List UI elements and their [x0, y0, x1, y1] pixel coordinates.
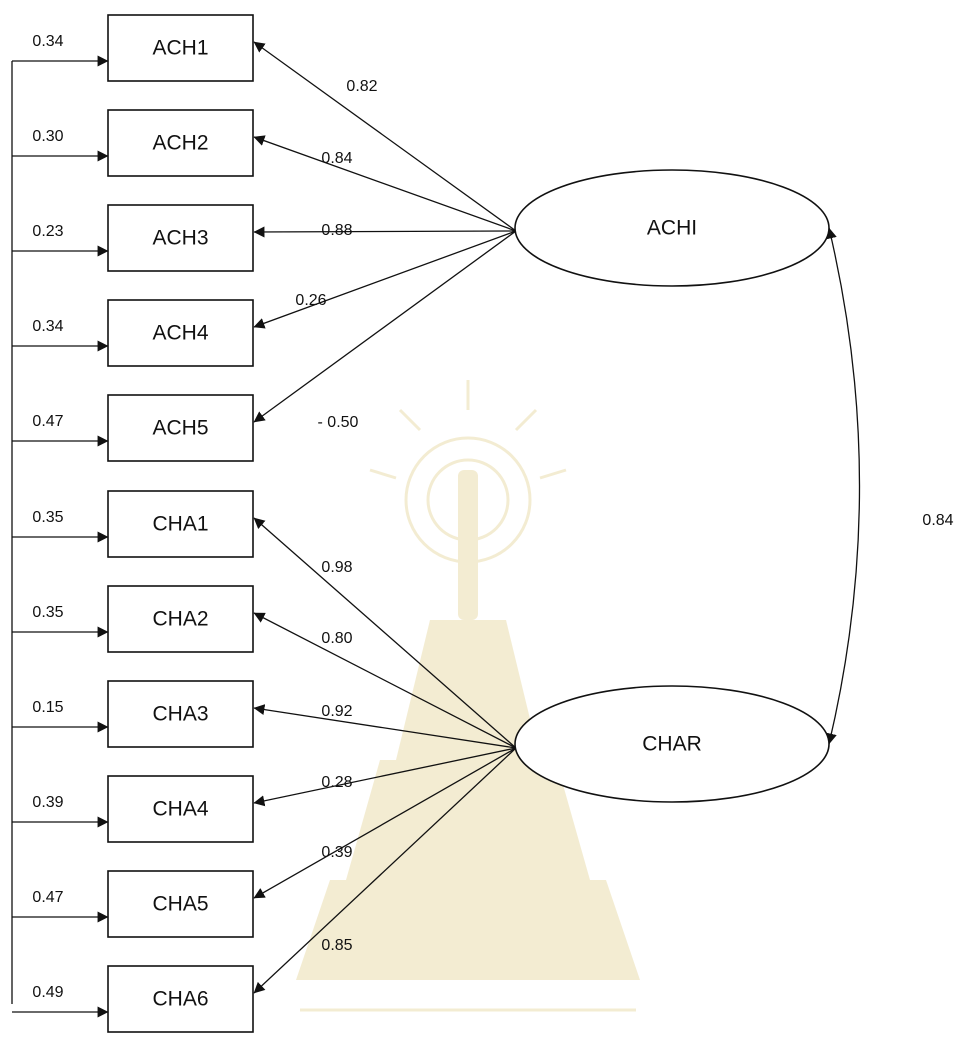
- indicator-box-1: ACH1: [107, 14, 254, 82]
- indicator-label-5: ACH5: [152, 417, 208, 440]
- loading-value-9: 0.28: [321, 774, 352, 791]
- loading-value-1: 0.82: [346, 78, 377, 95]
- indicator-box-5: ACH5: [107, 394, 254, 462]
- indicator-box-3: ACH3: [107, 204, 254, 272]
- indicator-label-8: CHA3: [152, 703, 208, 726]
- loading-value-2: 0.84: [321, 150, 352, 167]
- loading-value-7: 0.80: [321, 630, 352, 647]
- loading-value-3: 0.88: [321, 222, 352, 239]
- loading-arrow-7: [253, 612, 517, 749]
- error-value-2: 0.30: [32, 128, 63, 145]
- indicator-rect-4: [107, 299, 254, 367]
- error-value-9: 0.39: [32, 794, 63, 811]
- error-value-8: 0.15: [32, 699, 63, 716]
- indicator-boxes: ACH1ACH2ACH3ACH4ACH5CHA1CHA2CHA3CHA4CHA5…: [107, 14, 254, 1033]
- indicator-label-4: ACH4: [152, 322, 208, 345]
- factor-correlation-arrow: [826, 227, 861, 745]
- loading-value-6: 0.98: [321, 559, 352, 576]
- coefficient-labels: 0.34 0.82 0.30 0.84 0.23 0.88 0.34 0.26 0.47 - 0.…: [32, 33, 377, 1001]
- indicator-rect-8: [107, 680, 254, 748]
- path-arrows: [12, 41, 517, 1018]
- factor-label-char: CHAR: [642, 733, 702, 756]
- loading-arrow-8: [253, 704, 517, 749]
- indicator-rect-10: [107, 870, 254, 938]
- loading-arrow-6: [253, 517, 517, 749]
- indicator-box-10: CHA5: [107, 870, 254, 938]
- error-value-4: 0.34: [32, 318, 63, 335]
- indicator-box-11: CHA6: [107, 965, 254, 1033]
- loading-value-4: 0.26: [295, 292, 326, 309]
- loading-arrow-11: [253, 747, 517, 994]
- indicator-label-10: CHA5: [152, 893, 208, 916]
- latent-factor-char: CHAR: [514, 685, 830, 803]
- indicator-box-6: CHA1: [107, 490, 254, 558]
- indicator-rect-1: [107, 14, 254, 82]
- error-value-5: 0.47: [32, 413, 63, 430]
- loading-arrow-10: [253, 747, 517, 899]
- indicator-rect-11: [107, 965, 254, 1033]
- loading-arrow-4: [253, 230, 517, 329]
- indicator-box-2: ACH2: [107, 109, 254, 177]
- factor-label-achi: ACHI: [647, 217, 697, 240]
- indicator-rect-6: [107, 490, 254, 558]
- loading-arrow-1: [253, 41, 517, 232]
- indicator-label-1: ACH1: [152, 37, 208, 60]
- indicator-label-9: CHA4: [152, 798, 208, 821]
- indicator-label-7: CHA2: [152, 608, 208, 631]
- latent-factor-achi: ACHI: [514, 169, 830, 287]
- loading-arrow-5: [253, 230, 517, 423]
- indicator-box-7: CHA2: [107, 585, 254, 653]
- indicator-box-8: CHA3: [107, 680, 254, 748]
- loading-arrow-2: [253, 135, 517, 232]
- indicator-rect-9: [107, 775, 254, 843]
- error-value-10: 0.47: [32, 889, 63, 906]
- loading-value-5: - 0.50: [318, 414, 359, 431]
- indicator-rect-2: [107, 109, 254, 177]
- loading-arrow-3: [253, 226, 517, 238]
- loading-value-8: 0.92: [321, 703, 352, 720]
- error-value-11: 0.49: [32, 984, 63, 1001]
- error-value-7: 0.35: [32, 604, 63, 621]
- indicator-label-11: CHA6: [152, 988, 208, 1011]
- loading-arrow-9: [253, 747, 517, 807]
- error-value-1: 0.34: [32, 33, 63, 50]
- indicator-rect-5: [107, 394, 254, 462]
- indicator-label-3: ACH3: [152, 227, 208, 250]
- indicator-box-9: CHA4: [107, 775, 254, 843]
- correlation-value: 0.84: [922, 512, 953, 529]
- indicator-rect-3: [107, 204, 254, 272]
- loading-value-10: 0.39: [321, 844, 352, 861]
- error-value-3: 0.23: [32, 223, 63, 240]
- indicator-rect-7: [107, 585, 254, 653]
- loading-value-11: 0.85: [321, 937, 352, 954]
- error-value-6: 0.35: [32, 509, 63, 526]
- indicator-box-4: ACH4: [107, 299, 254, 367]
- indicator-label-2: ACH2: [152, 132, 208, 155]
- indicator-label-6: CHA1: [152, 513, 208, 536]
